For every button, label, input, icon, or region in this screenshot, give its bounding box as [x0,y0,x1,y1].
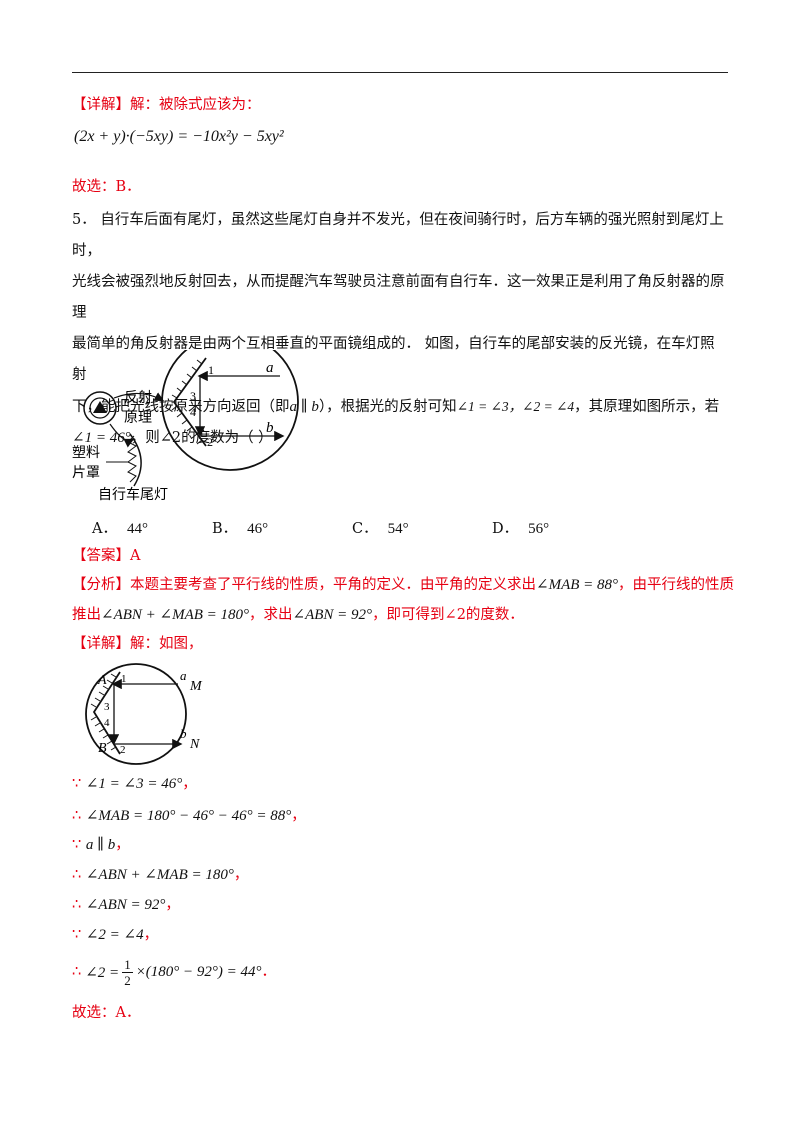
fig2-n2: 2 [120,744,126,756]
figure-solution: A B M N a b 1 2 3 4 [85,663,203,765]
solution-circle [85,663,187,765]
fig1-n3: 3 [190,389,196,403]
fig2-A: A [97,673,107,688]
fig1-caption: 自行车尾灯 [98,486,168,503]
analysis-line2: 推出∠ABN + ∠MAB = 180°，求出∠ABN = 92°，即可得到∠2… [72,607,524,623]
step-1: ∵ ∠1 = ∠3 = 46°， [72,776,197,792]
fig2-M: M [189,679,203,694]
header-rule [72,72,728,73]
q5-stem-line3: 最简单的角反射器是由两个互相垂直的平面镜组成的． 如图，自行车的尾部安装的反光镜… [72,336,715,383]
step-6: ∵ ∠2 = ∠4， [72,927,159,943]
fig2-n4: 4 [104,717,110,729]
q4-detail-text: 解：被除式应该为： [130,97,261,113]
step-final: ∴ ∠2 = 1 2 ×(180° − 92°) = 44° ． [72,956,277,988]
lamp-symbol-icon [83,391,117,425]
fig1-label-principle: 原理 [124,411,152,426]
reflector-circle [161,350,299,471]
answer-line: 【答案】A [72,548,141,564]
fig2-a: a [180,668,187,683]
option-d: D．56° [492,521,550,537]
analysis-line1: 【分析】本题主要考查了平行线的性质，平角的定义．由平角的定义求出∠MAB = 8… [72,577,735,593]
fig1-n2: 2 [207,435,213,449]
option-a: A．44° [92,521,148,537]
fig1-label-cover: 片罩 [72,465,100,481]
q4-detail-line: 【详解】解：被除式应该为： [72,95,261,115]
fig1-label-reflect: 反射 [124,390,152,406]
step-4: ∴ ∠ABN + ∠MAB = 180°， [72,867,249,883]
q4-choose: 故选：B． [72,179,141,195]
fraction-half: 1 2 [122,956,133,988]
figure-bike-taillight: 反射 原理 塑料 片罩 自行车尾灯 a b 1 2 3 4 [72,350,299,503]
fig2-B: B [98,741,107,756]
reflect-arrow-icon [113,392,165,402]
fig2-n1: 1 [121,673,127,685]
detail-line: 【详解】解：如图， [72,636,203,652]
q5-stem-line4: 下，能把光线按原来方向返回（即a ∥ b），根据光的反射可知∠1 = ∠3，∠2… [72,399,720,415]
fig1-n1: 1 [208,363,214,377]
q4-equation: (2x + y)·(−5xy) = −10x²y − 5xy² [74,128,284,145]
fig1-b: b [266,420,274,436]
step-5: ∴ ∠ABN = 92°， [72,897,180,913]
option-c: C．54° [352,521,409,537]
fig2-N: N [189,737,200,752]
fig1-n4: 4 [190,405,196,419]
plastic-cover-icon [129,433,142,487]
fig2-n3: 3 [104,701,110,713]
fig1-label-plastic: 塑料 [72,445,100,461]
q5-choose: 故选：A． [72,1005,141,1021]
q5-stem-line5: ∠1 = 46°，则∠2的度数为（ ） [72,430,273,446]
q5-stem-line1: 5． 自行车后面有尾灯，虽然这些尾灯自身并不发光，但在夜间骑行时，后方车辆的强光… [72,212,724,259]
step-3: ∵ a ∥ b， [72,837,130,853]
fig1-a: a [266,360,274,376]
q5-stem: 5． 自行车后面有尾灯，虽然这些尾灯自身并不发光，但在夜间骑行时，后方车辆的强光… [72,205,728,454]
fig2-b: b [180,726,187,741]
option-b: B．46° [212,521,269,537]
step-2: ∴ ∠MAB = 180° − 46° − 46° = 88°， [72,808,306,824]
q4-detail-label: 【详解】 [72,97,130,113]
q5-stem-line2: 光线会被强烈地反射回去，从而提醒汽车驾驶员注意前面有自行车．这一效果正是利用了角… [72,274,725,321]
